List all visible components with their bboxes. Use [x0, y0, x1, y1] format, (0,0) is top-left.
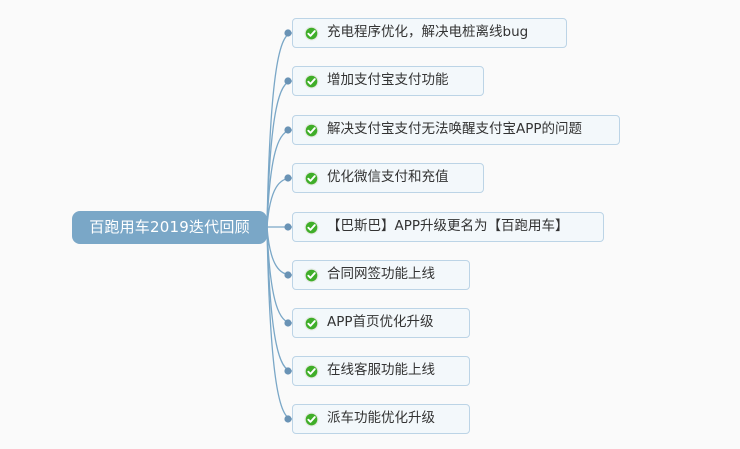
mindmap-child-label: 【巴斯巴】APP升级更名为【百跑用车】 — [327, 218, 569, 235]
check-circle-icon — [304, 267, 319, 283]
mindmap-child-node[interactable]: 充电程序优化，解决电桩离线bug — [292, 18, 567, 48]
mindmap-child-label: 解决支付宝支付无法唤醒支付宝APP的问题 — [327, 121, 583, 138]
mindmap-connector-line — [266, 226, 293, 324]
check-circle-icon — [304, 73, 319, 89]
mindmap-child-node[interactable]: 合同网签功能上线 — [292, 260, 470, 290]
check-circle-icon — [304, 25, 319, 41]
check-circle-icon — [304, 363, 319, 379]
mindmap-connector-line — [266, 226, 293, 372]
mindmap-child-label: APP首页优化升级 — [327, 314, 434, 331]
mindmap-connector-line — [266, 32, 293, 228]
mindmap-child-node[interactable]: 优化微信支付和充值 — [292, 163, 484, 193]
mindmap-connector-dot — [284, 415, 292, 423]
mindmap-child-node[interactable]: 解决支付宝支付无法唤醒支付宝APP的问题 — [292, 115, 620, 145]
mindmap-root-label: 百跑用车2019迭代回顾 — [89, 218, 250, 236]
mindmap-connector-line — [266, 129, 293, 228]
mindmap-child-node[interactable]: 增加支付宝支付功能 — [292, 66, 484, 96]
mindmap-connector-line — [266, 80, 293, 228]
mindmap-connector-dot — [284, 77, 292, 85]
mindmap-connector-dot — [284, 319, 292, 327]
check-circle-icon — [304, 122, 319, 138]
mindmap-child-node[interactable]: 派车功能优化升级 — [292, 404, 470, 434]
mindmap-connector-dot — [284, 271, 292, 279]
mindmap-connector-dot — [284, 223, 292, 231]
mindmap-connector-line — [266, 226, 293, 420]
mindmap-root-node[interactable]: 百跑用车2019迭代回顾 — [72, 211, 267, 244]
mindmap-connector-dot — [284, 126, 292, 134]
mindmap-child-label: 派车功能优化升级 — [327, 410, 435, 427]
check-circle-icon — [304, 170, 319, 186]
mindmap-child-node[interactable]: APP首页优化升级 — [292, 308, 470, 338]
mindmap-connector-line — [266, 226, 293, 276]
check-circle-icon — [304, 315, 319, 331]
mindmap-child-label: 优化微信支付和充值 — [327, 169, 449, 186]
mindmap-connector-dot — [284, 29, 292, 37]
mindmap-connector-dot — [284, 367, 292, 375]
check-circle-icon — [304, 411, 319, 427]
mindmap-child-node[interactable]: 在线客服功能上线 — [292, 356, 470, 386]
mindmap-child-label: 充电程序优化，解决电桩离线bug — [327, 24, 529, 41]
mindmap-connector-line — [266, 177, 293, 228]
check-circle-icon — [304, 219, 319, 235]
mindmap-child-node[interactable]: 【巴斯巴】APP升级更名为【百跑用车】 — [292, 212, 604, 242]
mindmap-connector-dot — [284, 174, 292, 182]
mindmap-child-label: 合同网签功能上线 — [327, 266, 435, 283]
mindmap-child-label: 在线客服功能上线 — [327, 362, 435, 379]
mindmap-child-label: 增加支付宝支付功能 — [327, 72, 449, 89]
